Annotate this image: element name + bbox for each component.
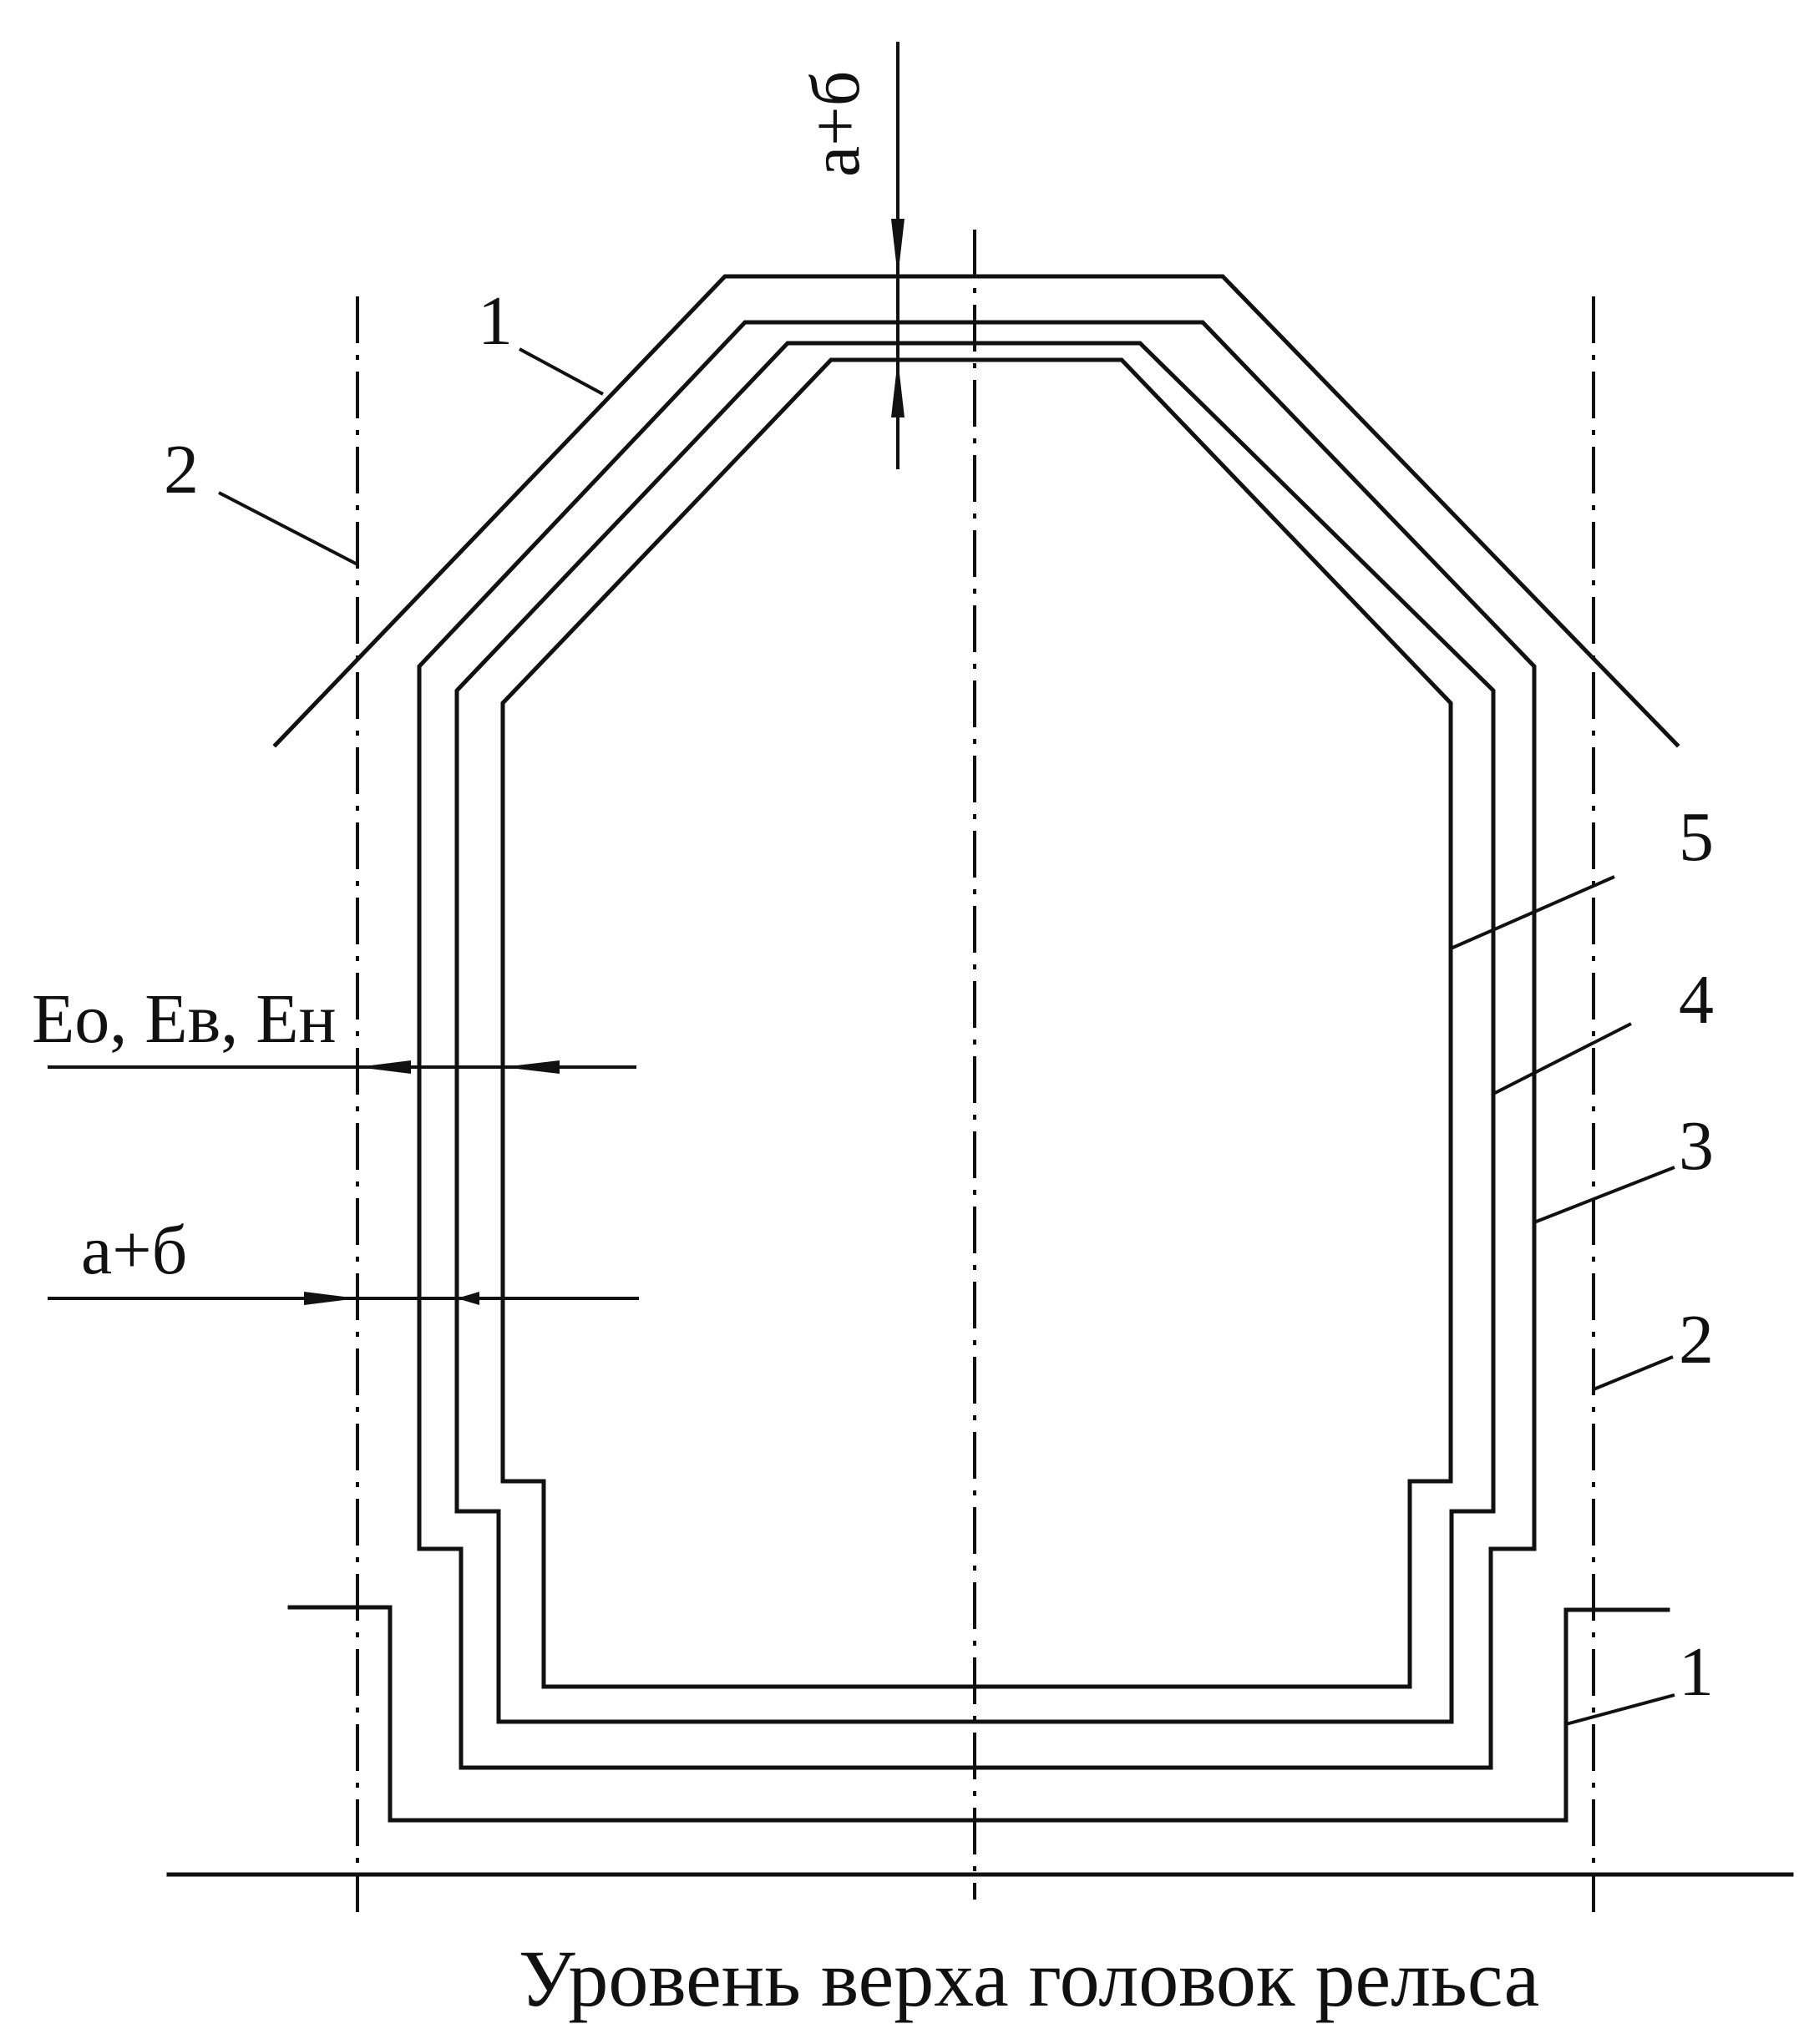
leader-1-bottom [1565, 1693, 1675, 1726]
caption-rail-head-level: Уровень верха головок рельса [519, 1934, 1539, 2023]
label-1-bottom: 1 [1679, 1633, 1714, 1711]
dim-eo-label: Ео, Ев, Ен [32, 980, 337, 1058]
dim-ab-arrow-left [457, 1292, 479, 1305]
leader-2-left [218, 491, 358, 566]
dim-top-arrow-down [891, 219, 904, 277]
leader-5 [1450, 875, 1615, 950]
contour-1-bottom [287, 1605, 1670, 1823]
leader-1-top [519, 347, 604, 396]
dim-eo-arrow-left [503, 1060, 560, 1074]
leader-4 [1492, 1022, 1632, 1095]
label-2-right: 2 [1679, 1301, 1714, 1379]
contour-4 [454, 341, 1496, 1724]
label-3: 3 [1679, 1107, 1714, 1185]
contour-5 [500, 357, 1453, 1689]
dim-top-arrow-up [891, 359, 904, 417]
label-4: 4 [1679, 961, 1714, 1039]
label-2-left: 2 [164, 431, 199, 508]
dim-eo-arrow-right [357, 1060, 411, 1074]
label-5: 5 [1679, 798, 1714, 876]
contour-3 [417, 320, 1537, 1770]
dim-top-label: а+б [797, 71, 874, 177]
contour-1-top [272, 274, 1680, 748]
label-1-top: 1 [478, 282, 513, 360]
dim-ab-arrow-right [304, 1292, 357, 1305]
leader-2-right [1593, 1355, 1674, 1391]
dim-ab-left-label: а+б [81, 1212, 187, 1289]
leader-3 [1533, 1166, 1675, 1224]
